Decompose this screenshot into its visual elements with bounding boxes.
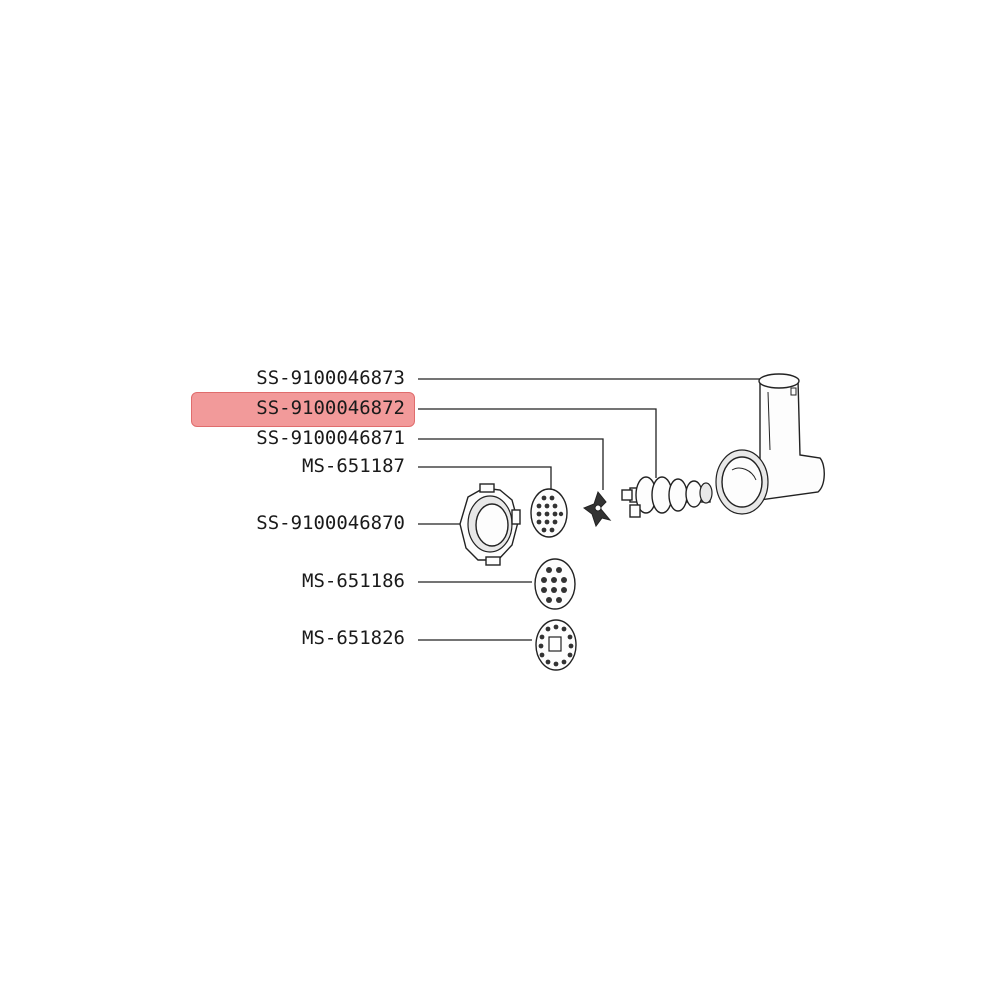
part-label-ss-9100046873[interactable]: SS-9100046873 — [256, 367, 405, 389]
part-label-ms-651187[interactable]: MS-651187 — [302, 455, 405, 477]
part-label-ss-9100046870[interactable]: SS-9100046870 — [256, 512, 405, 534]
part-label-ms-651826[interactable]: MS-651826 — [302, 627, 405, 649]
ring-nut — [459, 483, 521, 566]
fine-plate — [530, 488, 568, 538]
grinder-housing — [715, 373, 825, 515]
leader-line-part2 — [418, 408, 657, 478]
leader-line-part1 — [418, 378, 771, 384]
part-label-ss-9100046871[interactable]: SS-9100046871 — [256, 427, 405, 449]
selected-part-highlight — [191, 392, 415, 427]
worm-screw — [621, 476, 713, 518]
coarse-plate — [535, 619, 577, 671]
medium-plate — [534, 558, 576, 610]
part-label-ms-651186[interactable]: MS-651186 — [302, 570, 405, 592]
cutter-blade — [582, 490, 612, 528]
part-label-ss-9100046872[interactable]: SS-9100046872 — [256, 397, 405, 419]
leader-line-part4 — [418, 466, 552, 490]
leader-line-part3 — [418, 438, 604, 490]
